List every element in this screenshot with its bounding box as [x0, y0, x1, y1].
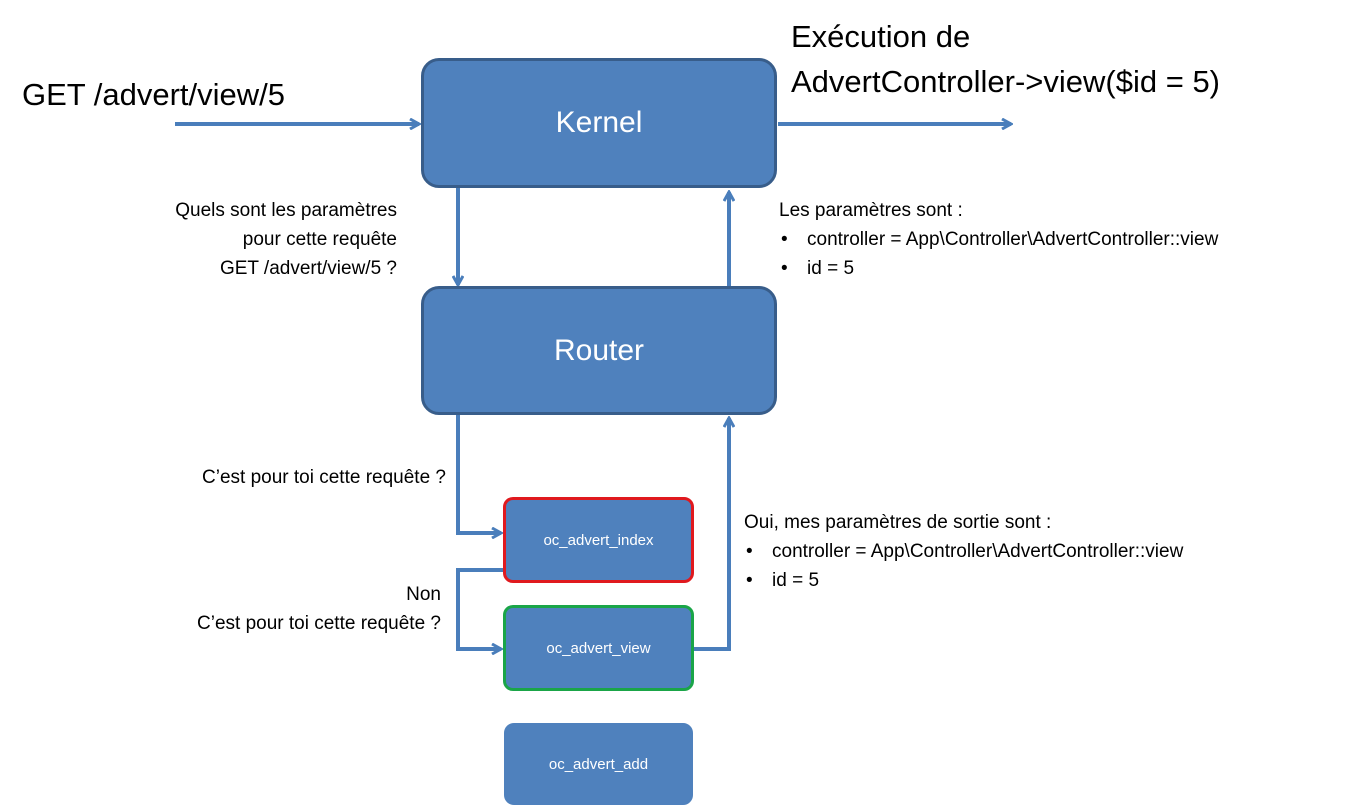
route-name: oc_advert_add	[548, 755, 649, 773]
router-answer-item: id = 5	[779, 254, 1218, 283]
router-answer: Les paramètres sont : controller = App\C…	[779, 196, 1218, 283]
route-oc-advert-view: oc_advert_view	[503, 605, 694, 691]
route-answer-list: controller = App\Controller\AdvertContro…	[744, 537, 1183, 595]
route-oc-advert-add: oc_advert_add	[504, 723, 693, 805]
kernel-box: Kernel	[421, 58, 777, 188]
router-to-index-route-arrow	[456, 414, 501, 533]
route-name: oc_advert_index	[543, 531, 654, 549]
execution-label-line-1: Exécution de	[791, 19, 971, 54]
route-answer-heading: Oui, mes paramètres de sortie sont :	[744, 512, 1052, 533]
execution-label-line-2: AdvertController->view($id = 5)	[791, 64, 1221, 99]
route-oc-advert-index: oc_advert_index	[503, 497, 694, 583]
ask-view-route: C’est pour toi cette requête ?	[197, 613, 441, 634]
route-answer: Oui, mes paramètres de sortie sont : con…	[744, 508, 1183, 595]
router-answer-heading: Les paramètres sont :	[779, 200, 963, 221]
question-to-router: Quels sont les paramètres pour cette req…	[175, 196, 397, 283]
router-label: Router	[553, 333, 645, 367]
route-answer-item: controller = App\Controller\AdvertContro…	[744, 537, 1183, 566]
view-route-to-router-arrow	[694, 418, 729, 651]
index-reply-no: Non	[406, 584, 441, 605]
incoming-request-label: GET /advert/view/5	[22, 77, 286, 112]
kernel-label: Kernel	[555, 106, 643, 139]
route-name: oc_advert_view	[546, 639, 651, 657]
index-reply: Non C’est pour toi cette requête ?	[197, 580, 441, 638]
question-line-2: pour cette requête	[242, 229, 397, 250]
ask-index-route: C’est pour toi cette requête ?	[202, 467, 446, 488]
router-answer-list: controller = App\Controller\AdvertContro…	[779, 225, 1218, 283]
router-box: Router	[421, 286, 777, 415]
route-answer-item: id = 5	[744, 566, 1183, 595]
question-line-3: GET /advert/view/5 ?	[219, 258, 397, 279]
router-answer-item: controller = App\Controller\AdvertContro…	[779, 225, 1218, 254]
index-to-view-route-arrow	[456, 568, 504, 649]
question-line-1: Quels sont les paramètres	[175, 200, 397, 221]
